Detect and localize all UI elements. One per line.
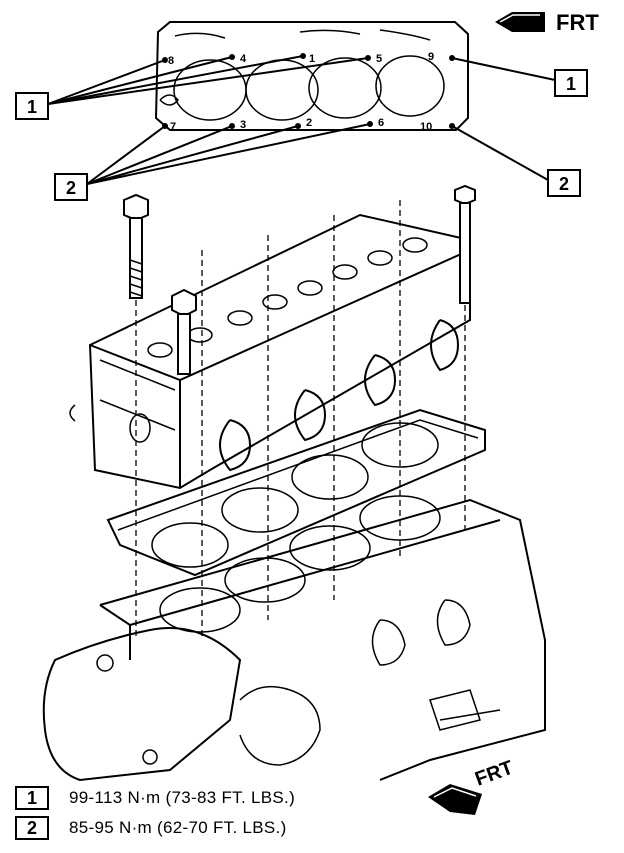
- front-arrow-top: FRT: [495, 10, 599, 35]
- callout-2-right: 2: [451, 125, 581, 197]
- bolt-number-6: 6: [378, 117, 384, 129]
- bolt-number-9: 9: [428, 51, 434, 63]
- bolt-number-2: 2: [306, 117, 312, 129]
- alignment-lines: [135, 200, 466, 640]
- legend-key-2: 2: [15, 816, 49, 840]
- head-bolt-left: [123, 193, 149, 299]
- legend-row-1: 1 99-113 N·m (73-83 FT. LBS.): [15, 786, 295, 810]
- callout-1-right: 1: [451, 57, 588, 97]
- frt-label-top: FRT: [556, 10, 599, 35]
- front-arrow-bottom: FRT: [428, 757, 516, 815]
- bolt-number-8: 8: [168, 55, 174, 67]
- bolt-number-4: 4: [240, 53, 247, 65]
- frt-label-bottom: FRT: [472, 757, 516, 791]
- head-bolt-right: [454, 184, 476, 304]
- callout-1-left: 1: [15, 55, 369, 120]
- torque-sequence-plan: 8 4 1 5 9 7 3 2 6 10: [154, 21, 469, 133]
- bolt-number-1: 1: [309, 53, 315, 65]
- bolt-number-7: 7: [170, 121, 176, 133]
- legend-row-2: 2 85-95 N·m (62-70 FT. LBS.): [15, 816, 287, 840]
- callout-2-left: 2: [54, 123, 371, 201]
- cylinder-head: [69, 213, 471, 490]
- engine-block: [42, 495, 546, 782]
- svg-text:2: 2: [66, 178, 76, 198]
- bolt-number-3: 3: [240, 119, 246, 131]
- legend-key-1: 1: [15, 786, 49, 810]
- head-bolt-front: [171, 288, 197, 375]
- bolt-number-5: 5: [376, 53, 382, 65]
- bolt-number-10: 10: [420, 121, 432, 133]
- svg-text:1: 1: [566, 74, 576, 94]
- head-gasket: [106, 408, 486, 577]
- svg-text:2: 2: [559, 174, 569, 194]
- svg-text:1: 1: [27, 97, 37, 117]
- legend-spec-2: 85-95 N·m (62-70 FT. LBS.): [69, 818, 287, 837]
- legend-spec-1: 99-113 N·m (73-83 FT. LBS.): [69, 788, 296, 807]
